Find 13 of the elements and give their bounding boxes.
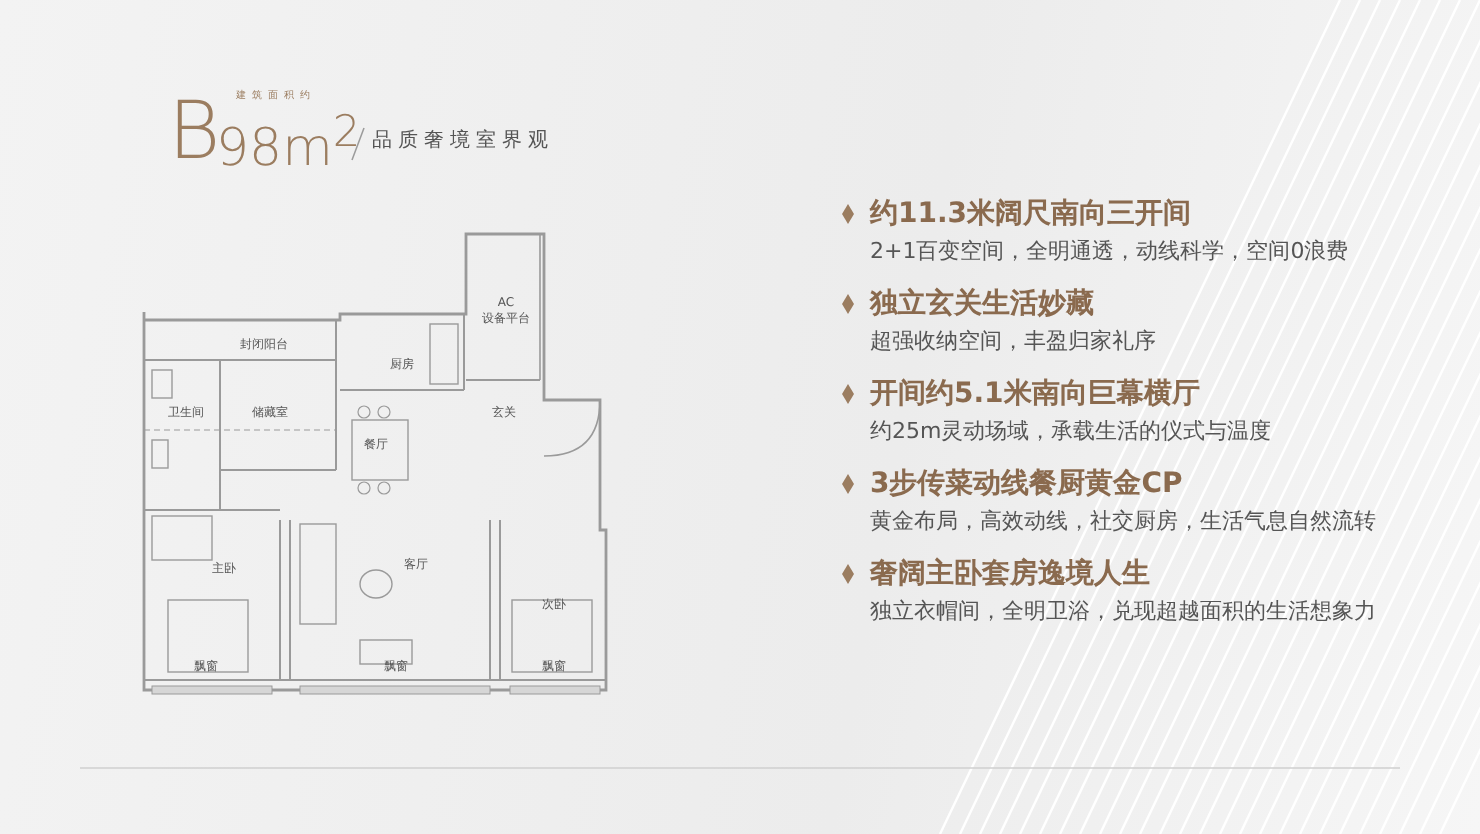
feature-heading: 3步传菜动线餐厨黄金CP <box>870 470 1183 498</box>
feature-description: 独立衣帽间，全明卫浴，兑现超越面积的生活想象力 <box>870 600 1376 622</box>
feature-description: 2+1百变空间，全明通透，动线科学，空间0浪费 <box>870 240 1349 262</box>
feature-heading: 独立玄关生活妙藏 <box>870 290 1094 318</box>
feature-heading: 约11.3米阔尺南向三开间 <box>870 200 1192 228</box>
feature-heading: 开间约5.1米南向巨幕横厅 <box>870 380 1200 408</box>
feature-heading: 奢阔主卧套房逸境人生 <box>870 560 1150 588</box>
feature-description: 黄金布局，高效动线，社交厨房，生活气息自然流转 <box>870 510 1376 532</box>
feature-description: 约25m灵动场域，承载生活的仪式与温度 <box>870 420 1272 442</box>
feature-description: 超强收纳空间，丰盈归家礼序 <box>870 330 1156 352</box>
unit-type-letter: B <box>168 92 221 172</box>
slogan-text: 品质奢境室界观 <box>372 132 554 152</box>
area-value: 98m$^{2}$ <box>216 112 361 176</box>
